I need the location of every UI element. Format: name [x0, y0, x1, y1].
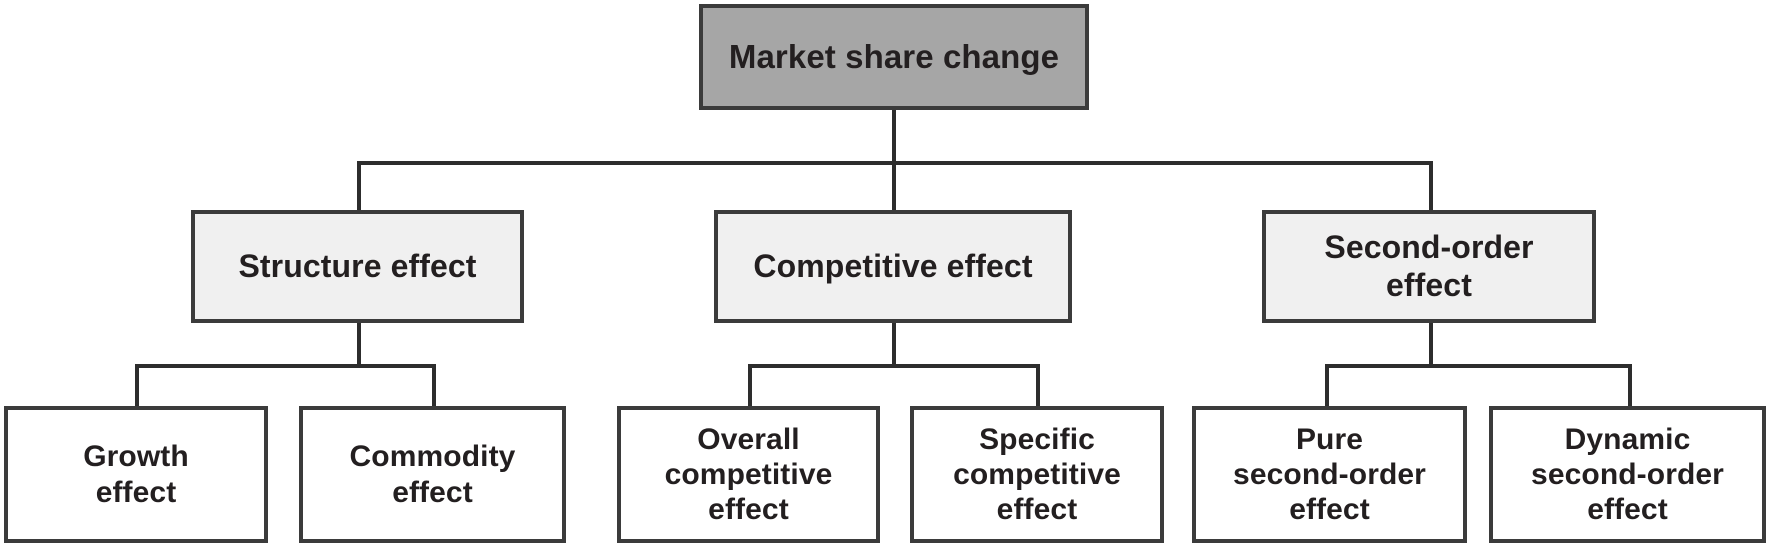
connector-to-competitive-effect [892, 161, 896, 213]
node-competitive-effect[interactable]: Competitive effect [714, 210, 1072, 323]
node-commodity-effect[interactable]: Commodity effect [299, 406, 566, 543]
node-market-share-change[interactable]: Market share change [699, 4, 1089, 110]
connector-to-dynamic-second-order-effect [1628, 364, 1632, 408]
node-overall-competitive-effect[interactable]: Overall competitive effect [617, 406, 880, 543]
connector-to-overall-competitive-effect [748, 364, 752, 408]
connector-to-structure-effect [357, 161, 361, 213]
node-second-order-effect[interactable]: Second-order effect [1262, 210, 1596, 323]
node-specific-competitive-effect[interactable]: Specific competitive effect [910, 406, 1164, 543]
connector-competitive-stem [892, 322, 896, 368]
connector-second-order-stem [1429, 322, 1433, 368]
connector-structure-stem [357, 322, 361, 368]
connector-root-stem [892, 110, 896, 165]
node-pure-second-order-effect[interactable]: Pure second-order effect [1192, 406, 1467, 543]
connector-second-order-bus [1325, 364, 1632, 368]
connector-to-second-order-effect [1429, 161, 1433, 213]
connector-to-commodity-effect [432, 364, 436, 408]
node-growth-effect[interactable]: Growth effect [4, 406, 268, 543]
connector-competitive-bus [748, 364, 1040, 368]
connector-to-specific-competitive-effect [1036, 364, 1040, 408]
node-dynamic-second-order-effect[interactable]: Dynamic second-order effect [1489, 406, 1766, 543]
connector-to-pure-second-order-effect [1325, 364, 1329, 408]
connector-structure-bus [135, 364, 436, 368]
connector-to-growth-effect [135, 364, 139, 408]
node-structure-effect[interactable]: Structure effect [191, 210, 524, 323]
